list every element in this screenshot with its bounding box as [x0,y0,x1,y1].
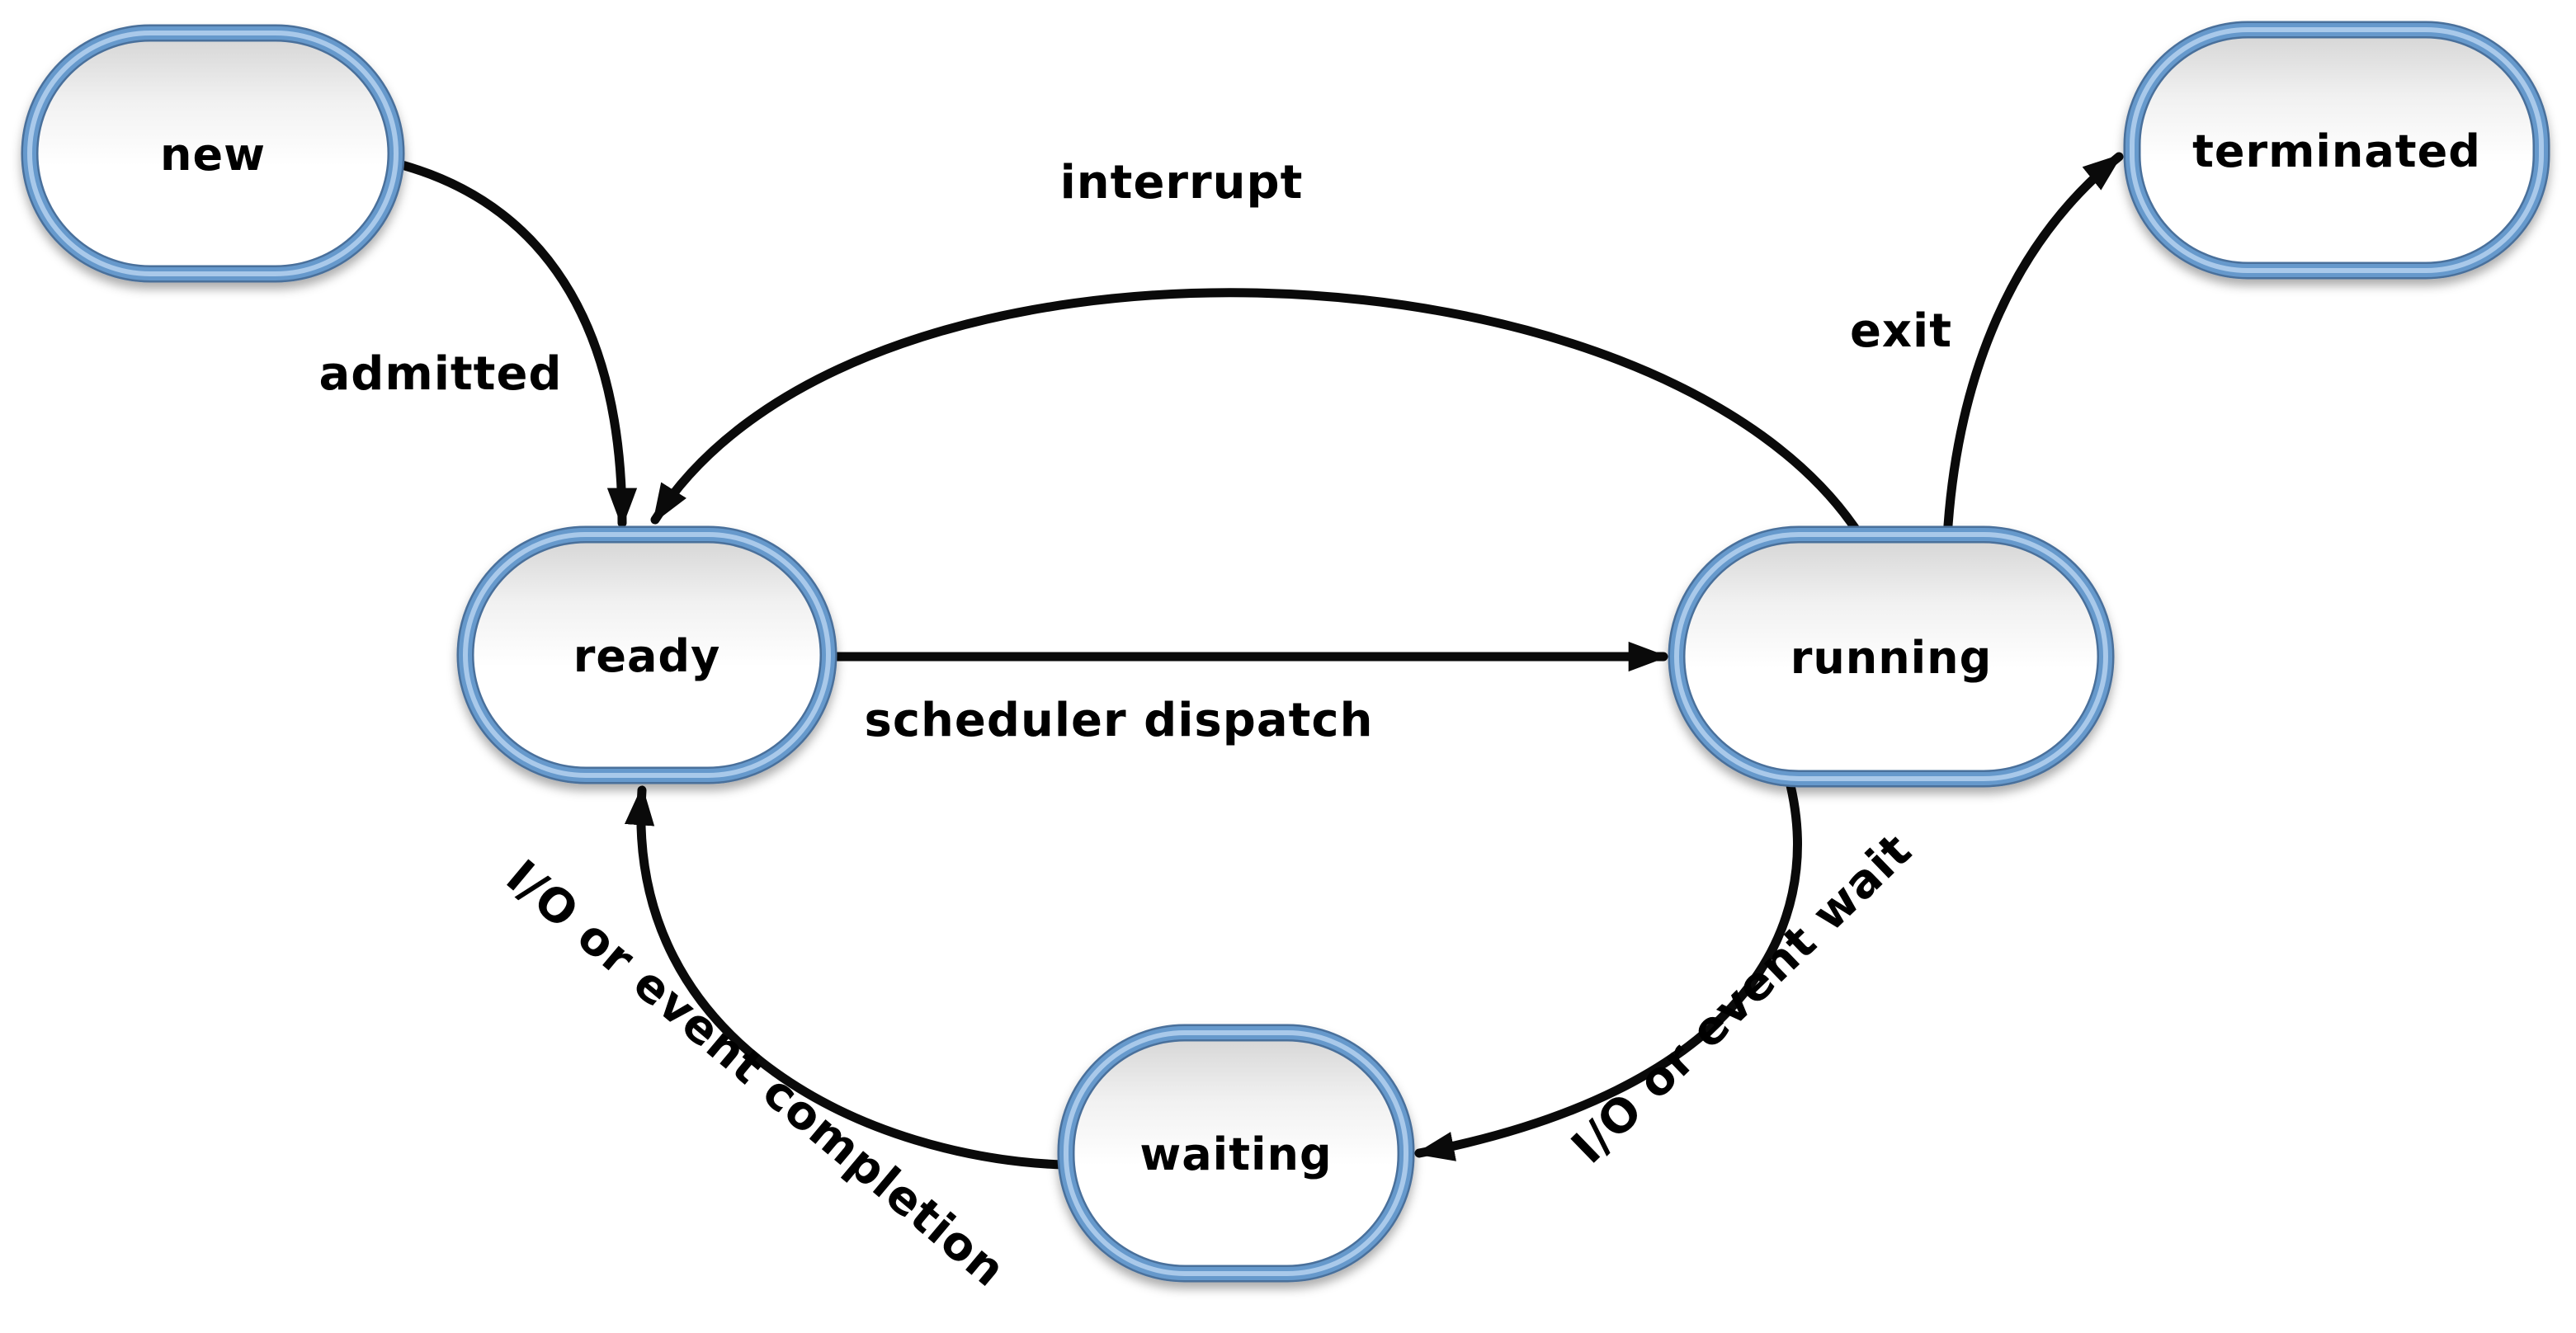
states-layer: new terminated ready running [30,30,2541,1274]
transition-path-io-wait [1414,774,1802,1161]
transition-io-wait: I/O or event wait [1414,774,1923,1174]
transition-io-completion: I/O or event completion [496,784,1068,1298]
state-label-ready: ready [573,630,721,682]
state-label-new: new [160,129,266,181]
state-node-terminated: terminated [2132,30,2541,271]
state-node-ready: ready [465,535,828,775]
transition-label-io-completion: I/O or event completion [496,850,1015,1298]
transition-exit: exit [1850,152,2124,543]
transition-label-interrupt: interrupt [1060,156,1304,210]
transition-path-exit [1942,152,2124,543]
transition-label-exit: exit [1850,304,1952,358]
transition-interrupt: interrupt [650,156,1866,543]
transition-path-admitted [385,157,638,529]
transition-admitted: admitted [318,157,638,529]
transition-label-io-wait: I/O or event wait [1562,823,1923,1174]
transition-scheduler-dispatch: scheduler dispatch [827,641,1669,747]
transition-label-admitted: admitted [318,347,562,401]
transition-label-scheduler-dispatch: scheduler dispatch [865,694,1374,747]
state-node-new: new [30,33,396,274]
state-node-waiting: waiting [1066,1033,1406,1274]
state-label-waiting: waiting [1139,1128,1332,1180]
state-node-running: running [1677,535,2106,779]
state-label-running: running [1790,632,1993,684]
state-label-terminated: terminated [2192,125,2481,177]
transition-path-io-completion [624,784,1068,1170]
transition-path-interrupt [650,288,1866,543]
